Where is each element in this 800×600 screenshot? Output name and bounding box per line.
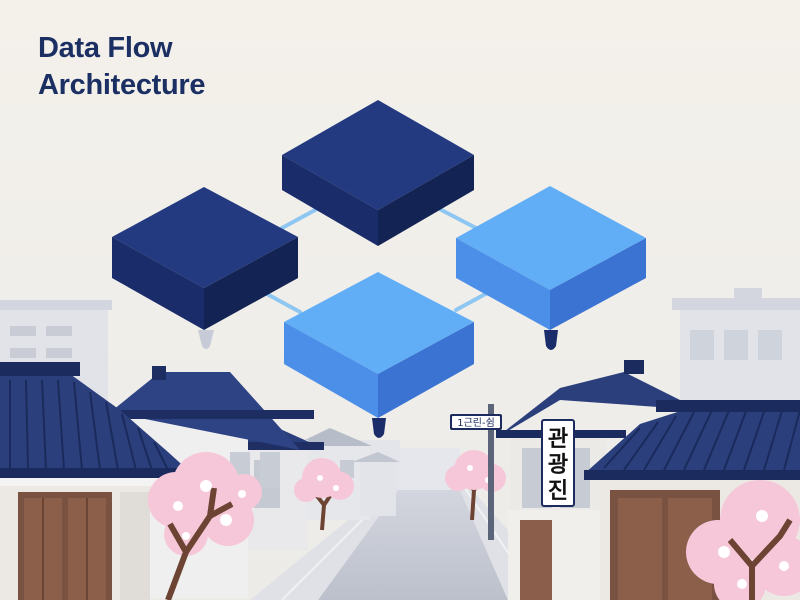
data-block-bottom bbox=[284, 272, 474, 438]
vertical-sign-char-2: 광 bbox=[548, 453, 568, 478]
page-title: Data Flow Architecture bbox=[38, 30, 206, 104]
cherry-trees bbox=[148, 450, 800, 600]
vertical-shop-sign: 관 광 진 bbox=[541, 419, 575, 507]
data-block-top bbox=[282, 100, 474, 246]
street-sign-text: 1근린-쉼 bbox=[457, 417, 495, 429]
title-line-1: Data Flow bbox=[38, 32, 173, 64]
hanok-left bbox=[0, 362, 196, 600]
title-line-2: Architecture bbox=[38, 69, 206, 101]
street-sign: 1근린-쉼 bbox=[450, 404, 502, 540]
vertical-sign-char-1: 관 bbox=[548, 427, 568, 452]
data-block-right bbox=[456, 186, 646, 350]
vertical-sign-char-3: 진 bbox=[548, 479, 568, 504]
data-block-left bbox=[112, 187, 298, 349]
